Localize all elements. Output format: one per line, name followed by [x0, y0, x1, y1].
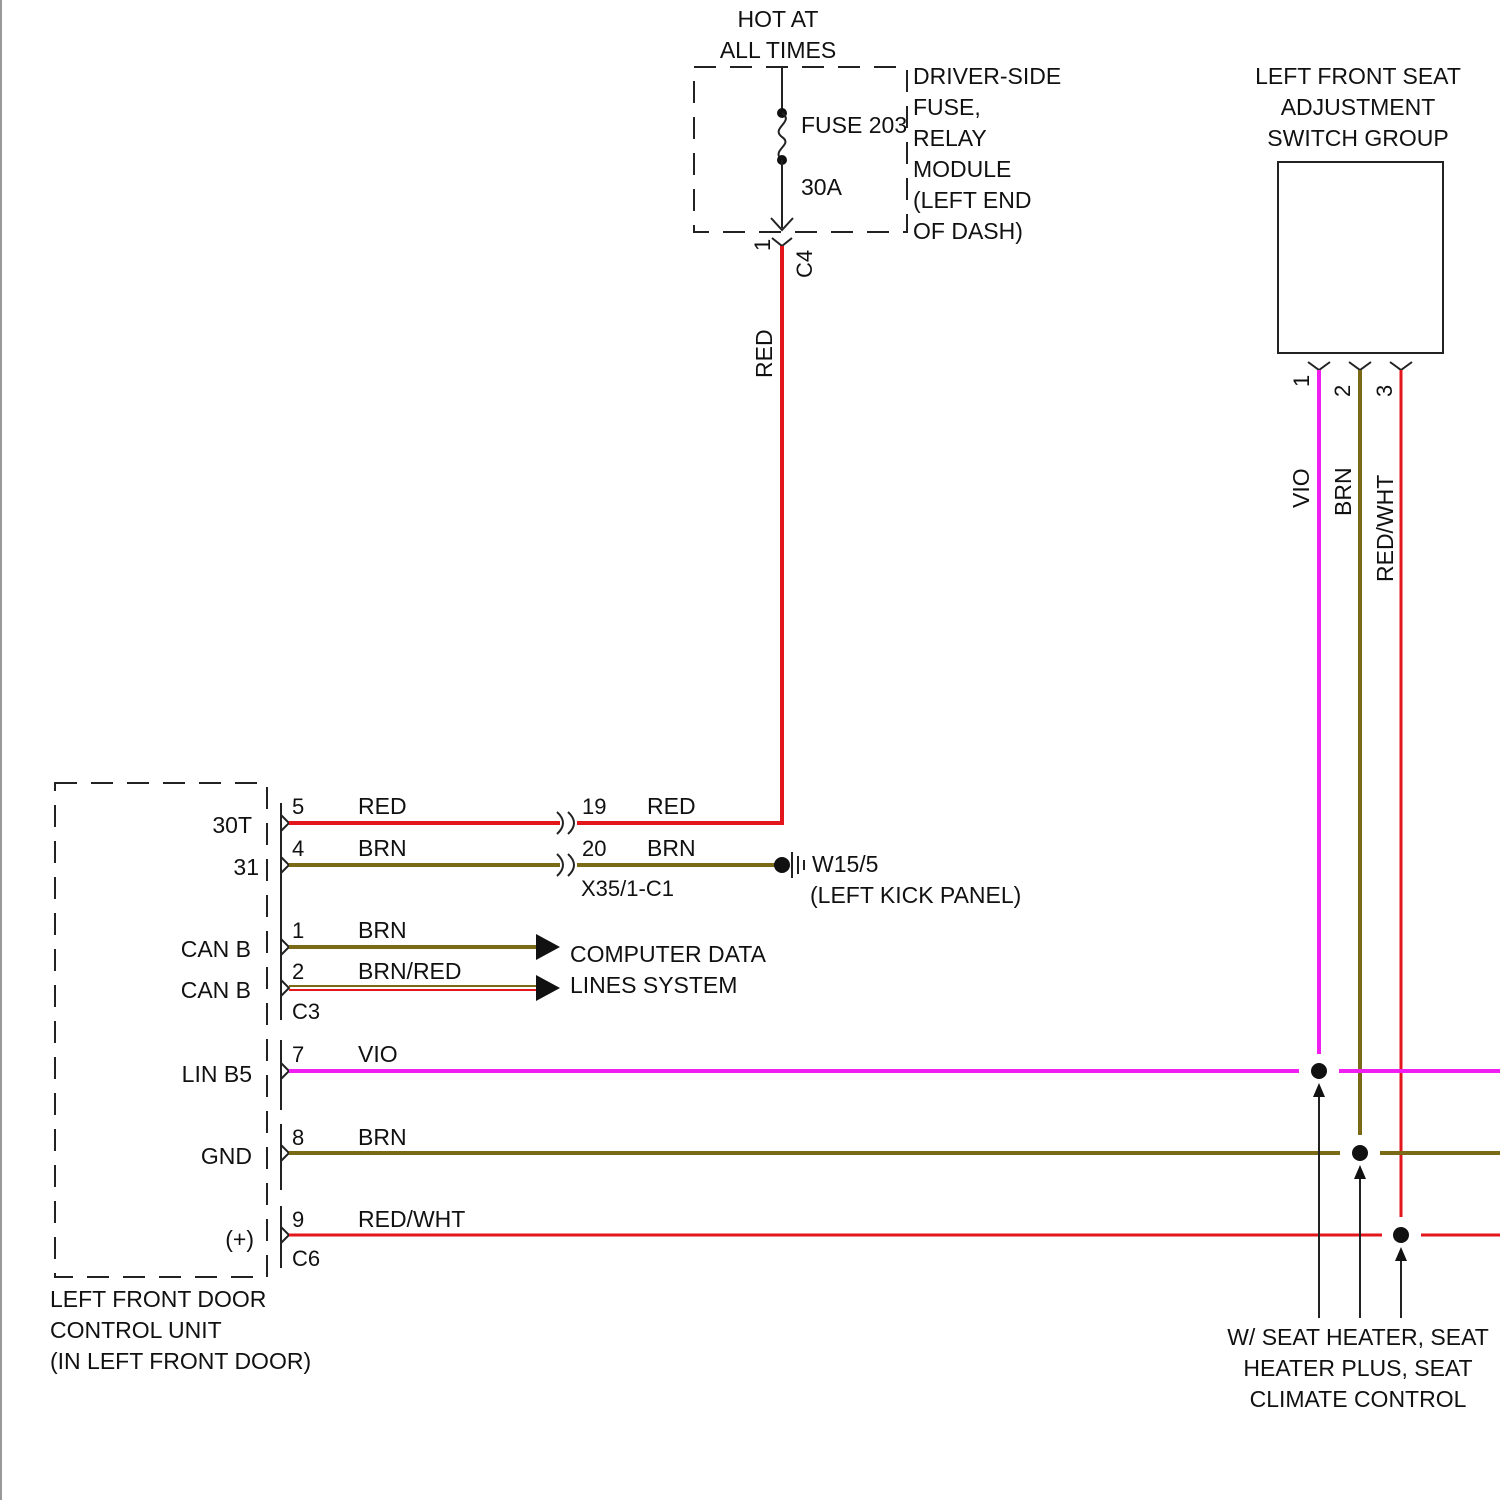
fuse-module-name-4: MODULE: [913, 156, 1011, 182]
door-pin-2: 2: [292, 959, 304, 984]
switch-group-name-2: ADJUSTMENT: [1281, 94, 1436, 120]
terminal-canb1-label: CAN B: [181, 936, 251, 962]
x35-pin-19: 19: [582, 794, 606, 819]
x35-wire-brn-label: BRN: [647, 835, 696, 861]
ground-name: W15/5: [812, 851, 878, 877]
x35-wire-red-label: RED: [647, 793, 696, 819]
c4-connector-label: C4: [792, 250, 817, 278]
switch-pin2-connector: [1349, 362, 1371, 370]
option-arrow-3-icon: [1395, 1247, 1407, 1261]
terminal-positive-label: (+): [225, 1226, 254, 1252]
ground-symbol: [774, 852, 804, 878]
can-destination-2: LINES SYSTEM: [570, 972, 737, 998]
switch-group-box: [1278, 162, 1443, 353]
door-control-unit: 30T 31 CAN B CAN B LIN B5 GND (+) LEFT F…: [50, 783, 311, 1374]
fuse-rating: 30A: [801, 174, 843, 200]
all-times-label: ALL TIMES: [720, 37, 836, 63]
switch-pin2-label: 2: [1330, 385, 1355, 397]
wire-red-feed-label: RED: [751, 329, 777, 378]
can-destination-1: COMPUTER DATA: [570, 941, 767, 967]
switch-wire1-label: VIO: [1288, 468, 1314, 508]
c4-pin-label: 1: [750, 239, 775, 251]
door-unit-name-2: CONTROL UNIT: [50, 1317, 222, 1343]
fuse-block: HOT AT ALL TIMES FUSE 203 30A DRIVER-SID…: [694, 6, 1061, 278]
door-connector-c3: C3: [292, 999, 320, 1024]
switch-pin3-connector: [1390, 362, 1412, 370]
wire-canb-brnred-label: BRN/RED: [358, 958, 462, 984]
switch-group-name-1: LEFT FRONT SEAT: [1255, 63, 1461, 89]
wire-red-30t-label: RED: [358, 793, 407, 819]
wire-redwht-pos-label: RED/WHT: [358, 1206, 465, 1232]
splice-redwht: [1393, 1227, 1409, 1243]
switch-pin1-connector: [1308, 362, 1330, 370]
option-note-3: CLIMATE CONTROL: [1250, 1386, 1467, 1412]
wire-brn-gnd-label: BRN: [358, 1124, 407, 1150]
fuse-module-name-3: RELAY: [913, 125, 987, 151]
door-unit-name-1: LEFT FRONT DOOR: [50, 1286, 266, 1312]
door-pin-9: 9: [292, 1207, 304, 1232]
fuse-icon: [779, 113, 786, 160]
fuse-module-name-6: OF DASH): [913, 218, 1023, 244]
fuse-module-name-2: FUSE,: [913, 94, 981, 120]
option-note-2: HEATER PLUS, SEAT: [1243, 1355, 1472, 1381]
door-pin-8: 8: [292, 1125, 304, 1150]
door-pin-1: 1: [292, 918, 304, 943]
terminal-31-label: 31: [233, 854, 259, 880]
fuse-module-name-5: (LEFT END: [913, 187, 1031, 213]
option-arrow-1-icon: [1313, 1083, 1325, 1097]
switch-wire2-label: BRN: [1330, 467, 1356, 516]
x35-pin-20: 20: [582, 836, 606, 861]
door-pin-4: 4: [292, 836, 304, 861]
can-arrow-1-icon: [536, 934, 560, 960]
can-arrow-2-icon: [536, 975, 560, 1001]
switch-group-name-3: SWITCH GROUP: [1267, 125, 1448, 151]
wire-canb-brn-label: BRN: [358, 917, 407, 943]
switch-pin1-label: 1: [1289, 375, 1314, 387]
x35-connector-name: X35/1-C1: [581, 876, 674, 901]
fuse-module-dashed-box: [694, 67, 907, 232]
option-arrow-2-icon: [1354, 1165, 1366, 1179]
switch-wire3-label: RED/WHT: [1372, 475, 1398, 582]
door-pin-5: 5: [292, 794, 304, 819]
terminal-gnd-label: GND: [201, 1143, 252, 1169]
connector-c4-symbol: [772, 238, 792, 246]
splice-brn: [1352, 1145, 1368, 1161]
hot-at-label: HOT AT: [738, 6, 819, 32]
door-connector-c6: C6: [292, 1246, 320, 1271]
door-unit-name-3: (IN LEFT FRONT DOOR): [50, 1348, 311, 1374]
fuse-module-name-1: DRIVER-SIDE: [913, 63, 1061, 89]
wire-brn-31-label: BRN: [358, 835, 407, 861]
fuse-label: FUSE 203: [801, 112, 907, 138]
option-note-1: W/ SEAT HEATER, SEAT: [1227, 1324, 1489, 1350]
terminal-30t-label: 30T: [212, 812, 252, 838]
terminal-linb5-label: LIN B5: [182, 1061, 252, 1087]
terminal-canb2-label: CAN B: [181, 977, 251, 1003]
splice-vio: [1311, 1063, 1327, 1079]
switch-pin3-label: 3: [1372, 385, 1397, 397]
door-unit-connectors: [281, 803, 289, 1268]
ground-location: (LEFT KICK PANEL): [810, 882, 1021, 908]
wire-vio-lin-label: VIO: [358, 1041, 398, 1067]
door-pin-7: 7: [292, 1042, 304, 1067]
